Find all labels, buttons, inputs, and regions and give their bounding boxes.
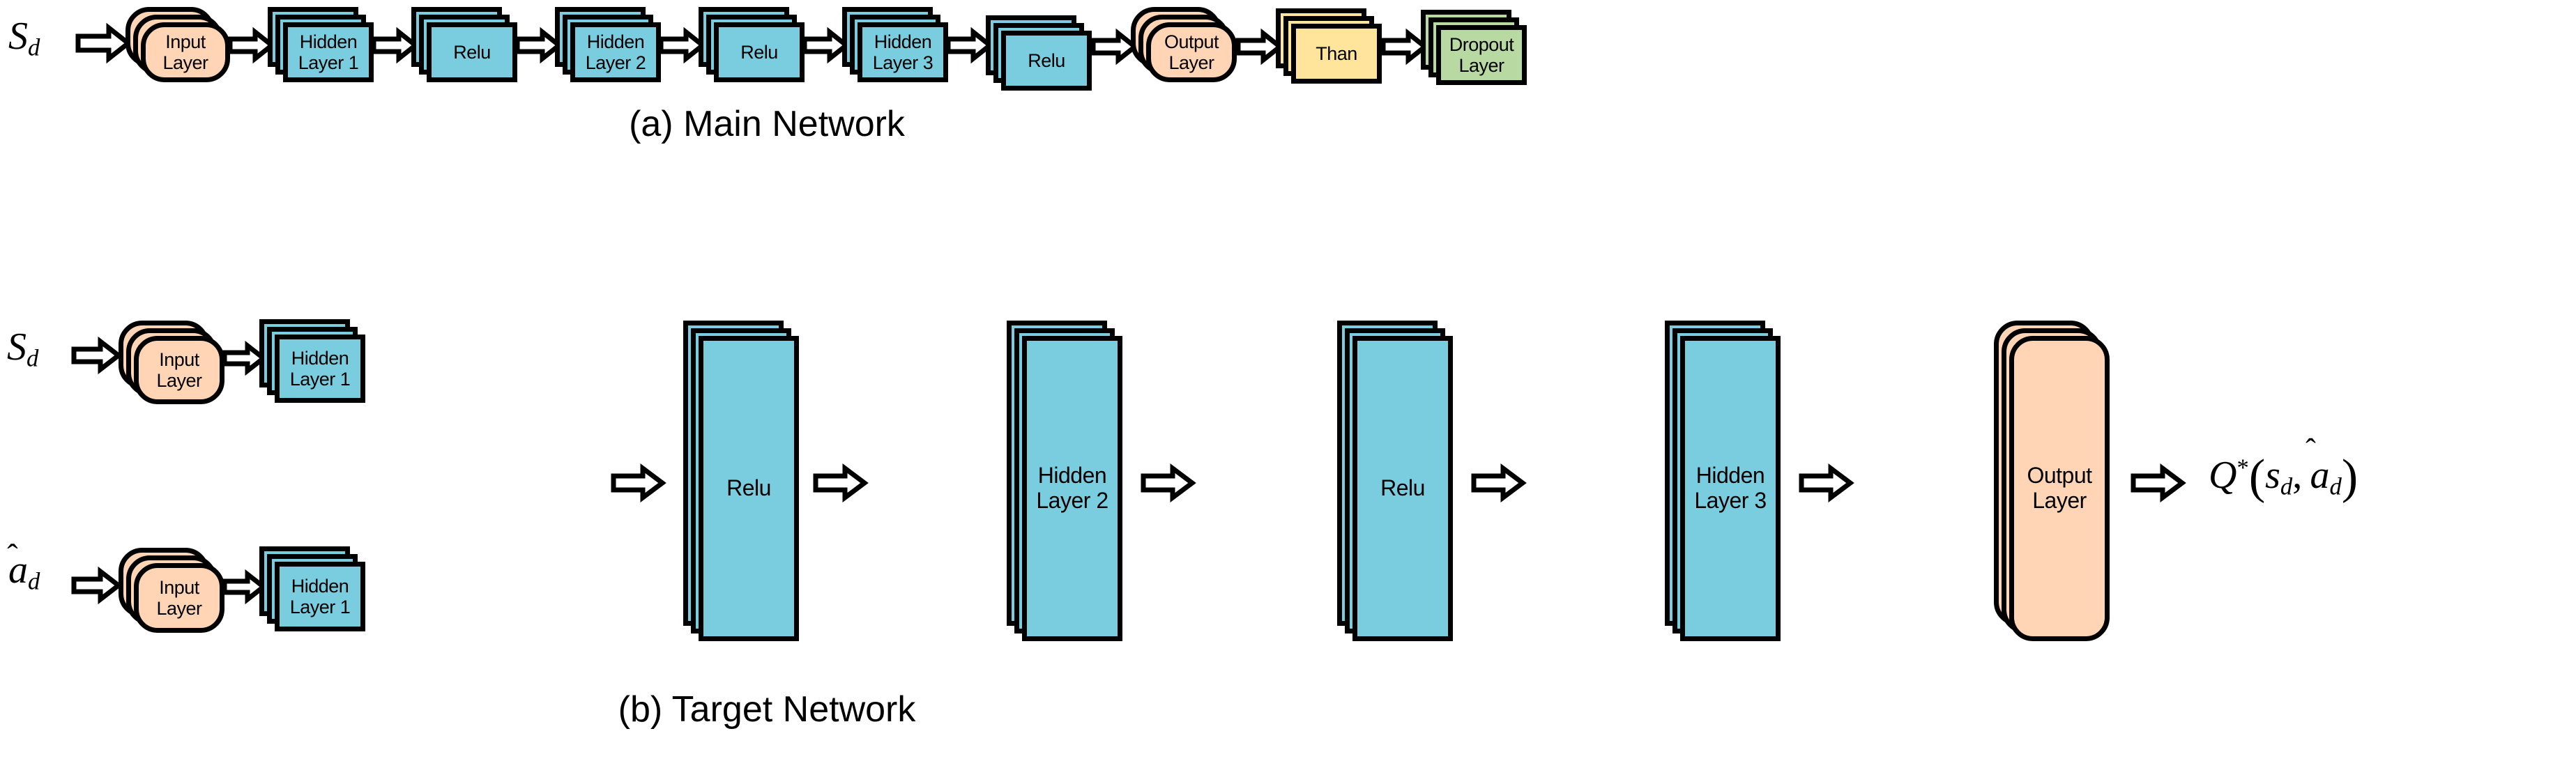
- input-symbol-sd-main: Sd: [8, 17, 40, 60]
- input-symbol-subscript: d: [26, 344, 39, 372]
- input-symbol-base: S: [8, 15, 28, 58]
- block-label: Hidden Layer 2: [585, 31, 646, 73]
- open-paren: (: [2248, 450, 2266, 504]
- block-relu-3-main[interactable]: Relu: [986, 15, 1092, 91]
- caption-main-network: (a) Main Network: [629, 104, 905, 144]
- block-dropout-layer-main[interactable]: Dropout Layer: [1421, 10, 1527, 85]
- input-symbol-subscript: d: [28, 33, 40, 61]
- arrow-hidden2-to-relu2-target: [1141, 463, 1196, 502]
- block-relu-2-target[interactable]: Relu: [1337, 321, 1453, 641]
- output-expression-qvalue: Q*(sd, âd): [2209, 453, 2358, 502]
- stack-sheet-front: Relu: [714, 22, 805, 82]
- stack-sheet-front: Hidden Layer 3: [858, 22, 948, 82]
- block-label: Relu: [453, 41, 491, 63]
- block-relu-1-main[interactable]: Relu: [411, 7, 517, 82]
- arg2-base: a: [2310, 454, 2330, 497]
- block-input-layer-target-state[interactable]: Input Layer: [119, 321, 224, 404]
- star-superscript: *: [2236, 454, 2249, 482]
- block-label: Hidden Layer 1: [289, 575, 351, 617]
- stack-sheet-front: Input Layer: [141, 22, 230, 82]
- close-paren: ): [2341, 450, 2358, 504]
- block-label: Relu: [1380, 475, 1425, 501]
- arrow-input-to-hidden1-target-state: [222, 340, 268, 376]
- arrow-branches-to-relu1-target: [611, 463, 666, 502]
- block-label: Than: [1316, 43, 1357, 64]
- stack-sheet-front: Than: [1291, 24, 1382, 84]
- arrow-output-to-than-main: [1235, 28, 1284, 66]
- block-label: Hidden Layer 1: [298, 31, 359, 73]
- stack-sheet-front: Hidden Layer 1: [275, 562, 365, 631]
- caption-target-network: (b) Target Network: [618, 689, 916, 730]
- block-label: Dropout Layer: [1449, 33, 1514, 76]
- block-hidden-layer-1-target-action[interactable]: Hidden Layer 1: [259, 546, 365, 631]
- block-hidden-layer-1-main[interactable]: Hidden Layer 1: [268, 7, 374, 82]
- block-relu-2-main[interactable]: Relu: [699, 7, 805, 82]
- arrow-relu3-to-output-main: [1090, 28, 1139, 66]
- arrow-hidden3-to-relu3-main: [945, 26, 994, 64]
- arrow-relu2-to-hidden3-target: [1471, 463, 1527, 502]
- stack-sheet-front: Output Layer: [1146, 22, 1237, 82]
- input-symbol-subscript: d: [28, 567, 40, 595]
- block-input-layer-target-action[interactable]: Input Layer: [119, 548, 224, 633]
- input-symbol-sd-target: Sd: [7, 328, 38, 371]
- block-hidden-layer-3-main[interactable]: Hidden Layer 3: [842, 7, 948, 82]
- block-label: Output Layer: [1164, 31, 1219, 73]
- arrow-sd-to-input-target: [71, 336, 123, 375]
- stack-sheet-front: Relu: [699, 336, 799, 641]
- block-label: Hidden Layer 3: [1694, 463, 1767, 513]
- block-label: Hidden Layer 2: [1036, 463, 1108, 513]
- block-input-layer-main[interactable]: Input Layer: [125, 7, 230, 82]
- stack-sheet-front: Relu: [1001, 31, 1092, 91]
- block-output-layer-target[interactable]: Output Layer: [1994, 321, 2110, 641]
- block-label: Hidden Layer 3: [872, 31, 933, 73]
- stack-sheet-front: Relu: [427, 22, 517, 82]
- block-hidden-layer-2-main[interactable]: Hidden Layer 2: [555, 7, 661, 82]
- arrow-hidden3-to-output-target: [1799, 463, 1854, 502]
- stack-sheet-front: Dropout Layer: [1436, 25, 1527, 85]
- block-label: Hidden Layer 1: [289, 347, 351, 390]
- stack-sheet-front: Hidden Layer 2: [570, 22, 661, 82]
- arrow-ahat-to-input-target: [71, 566, 123, 605]
- input-symbol-base: S: [7, 325, 26, 369]
- block-label: Output Layer: [2027, 463, 2092, 513]
- arrow-output-to-qvalue-target: [2131, 463, 2186, 502]
- block-label: Relu: [740, 41, 778, 63]
- stack-sheet-front: Output Layer: [2009, 336, 2110, 641]
- arrow-hidden1-to-relu1-main: [371, 26, 420, 64]
- stack-sheet-front: Relu: [1352, 336, 1453, 641]
- arrow-input-to-hidden1-main: [227, 26, 276, 64]
- block-label: Relu: [726, 475, 771, 501]
- block-relu-1-target[interactable]: Relu: [683, 321, 799, 641]
- stack-sheet-front: Hidden Layer 1: [283, 22, 374, 82]
- arrow-input-to-hidden1-target-action: [222, 569, 268, 605]
- q-symbol: Q: [2209, 454, 2237, 497]
- block-label: Input Layer: [162, 31, 208, 73]
- input-symbol-base: a: [8, 548, 28, 592]
- block-label: Relu: [1028, 49, 1065, 71]
- stack-sheet-front: Input Layer: [134, 563, 224, 633]
- stack-sheet-front: Input Layer: [134, 336, 224, 404]
- stack-sheet-front: Hidden Layer 3: [1680, 336, 1781, 641]
- block-than-main[interactable]: Than: [1276, 8, 1382, 84]
- block-hidden-layer-2-target[interactable]: Hidden Layer 2: [1007, 321, 1122, 641]
- stack-sheet-front: Hidden Layer 2: [1022, 336, 1122, 641]
- block-label: Input Layer: [156, 348, 202, 391]
- block-output-layer-main[interactable]: Output Layer: [1131, 7, 1237, 82]
- block-hidden-layer-3-target[interactable]: Hidden Layer 3: [1665, 321, 1781, 641]
- comma: ,: [2292, 454, 2303, 497]
- arg2-subscript: d: [2329, 473, 2342, 500]
- block-hidden-layer-1-target-state[interactable]: Hidden Layer 1: [259, 319, 365, 403]
- arrow-sd-to-input-main: [75, 22, 132, 64]
- arg1-subscript: d: [2280, 473, 2293, 500]
- arg1-base: s: [2265, 454, 2280, 497]
- arrow-than-to-dropout-main: [1380, 28, 1429, 66]
- arrow-relu1-to-hidden2-target: [813, 463, 869, 502]
- block-label: Input Layer: [156, 576, 202, 619]
- stack-sheet-front: Hidden Layer 1: [275, 335, 365, 403]
- input-symbol-ahat-target: âd: [8, 551, 40, 594]
- arrow-relu2-to-hidden3-main: [802, 26, 851, 64]
- arrow-relu1-to-hidden2-main: [515, 26, 563, 64]
- arrow-hidden2-to-relu2-main: [658, 26, 707, 64]
